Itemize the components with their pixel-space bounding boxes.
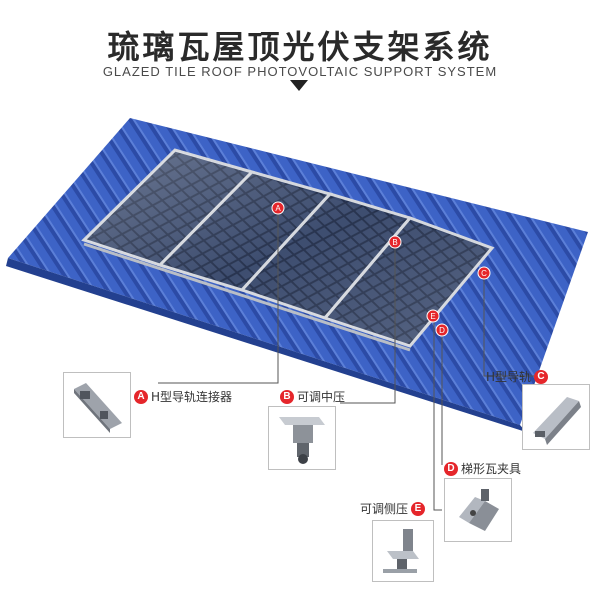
marker-d: D (435, 323, 449, 337)
trapezoid-clamp-icon (459, 489, 499, 531)
leader-line-b (340, 245, 396, 404)
marker-c: C (477, 266, 491, 280)
svg-text:E: E (430, 312, 435, 321)
roof-edge (6, 258, 526, 432)
component-c-label: H型导轨 C (486, 368, 549, 385)
badge-e: E (411, 501, 426, 516)
component-e-thumbnail (372, 520, 434, 582)
component-a-text: H型导轨连接器 (151, 390, 233, 404)
leader-line-e (433, 318, 442, 511)
svg-text:B: B (392, 238, 397, 247)
page-subtitle: GLAZED TILE ROOF PHOTOVOLTAIC SUPPORT SY… (102, 64, 498, 79)
component-a-thumbnail (63, 372, 131, 438)
component-d-text: 梯形瓦夹具 (461, 462, 522, 476)
component-b-text: 可调中压 (297, 390, 346, 404)
component-c-thumbnail (522, 384, 590, 450)
component-b-thumbnail (268, 406, 336, 470)
rail-connector-icon (74, 383, 122, 433)
marker-b: B (388, 235, 402, 249)
badge-b: B (280, 389, 294, 404)
leader-line-c (483, 275, 538, 377)
component-e-label: 可调侧压 E (360, 500, 426, 517)
badge-c: C (534, 369, 549, 384)
rail-front (83, 242, 411, 352)
solar-panel-array (81, 148, 495, 352)
panel-shine (84, 150, 492, 346)
marker-e: E (426, 309, 440, 323)
h-rail-icon (533, 397, 581, 445)
svg-text:A: A (275, 204, 281, 213)
page-title: 琉璃瓦屋顶光伏支架系统 (107, 28, 493, 66)
component-a-label: A H型导轨连接器 (134, 388, 232, 405)
end-clamp-icon (383, 529, 419, 573)
component-e-text: 可调侧压 (360, 502, 409, 516)
component-c-text: H型导轨 (486, 370, 532, 384)
marker-a: A (271, 201, 285, 215)
svg-text:C: C (481, 269, 487, 278)
badge-d: D (444, 461, 458, 476)
component-d-label: D 梯形瓦夹具 (444, 460, 521, 477)
svg-text:D: D (439, 326, 445, 335)
down-arrow-icon (290, 80, 308, 91)
leader-line-a (158, 213, 279, 384)
component-d-thumbnail (444, 478, 512, 542)
mid-clamp-icon (279, 417, 325, 464)
component-b-label: B 可调中压 (280, 388, 345, 405)
badge-a: A (134, 389, 148, 404)
leader-lines (158, 213, 538, 511)
